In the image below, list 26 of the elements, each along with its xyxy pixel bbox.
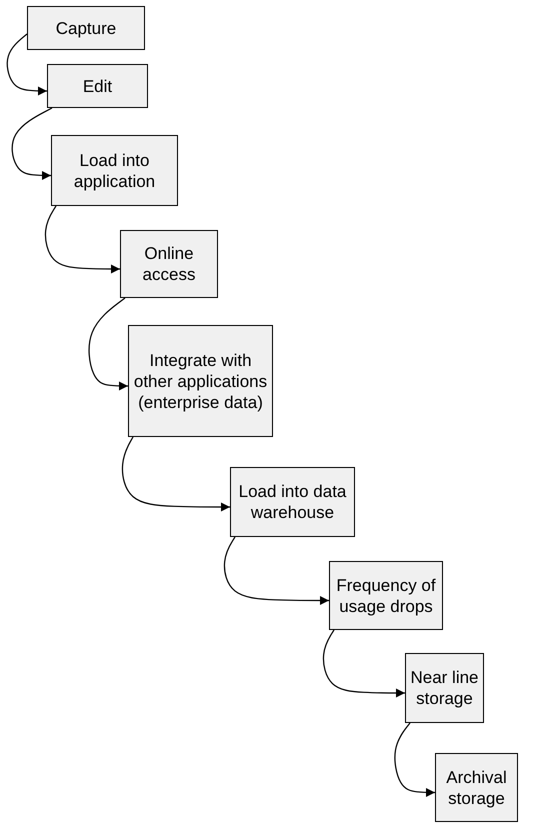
curved-arrow	[224, 536, 329, 605]
curved-arrow	[12, 107, 52, 180]
step-label: Integrate with other applications (enterprise data)	[132, 350, 268, 412]
process-box	[51, 135, 178, 206]
curved-arrow	[44, 206, 120, 274]
curved-arrow	[322, 630, 405, 698]
step-label: Online access	[142, 243, 196, 285]
process-box	[120, 230, 218, 298]
curved-arrow	[6, 34, 47, 96]
step-label: Archival storage	[445, 766, 508, 808]
step-label: Load into application	[72, 150, 156, 192]
process-box	[405, 653, 484, 723]
process-box	[27, 6, 145, 50]
step-label: Load into data warehouse	[238, 481, 348, 523]
curved-arrow	[122, 436, 230, 512]
process-box	[230, 467, 355, 537]
curved-arrow	[394, 722, 435, 797]
step-label: Capture	[56, 18, 116, 38]
process-box	[128, 325, 273, 437]
step-label: Edit	[82, 76, 112, 96]
curved-arrow	[88, 298, 128, 390]
step-label: Near line storage	[409, 667, 480, 709]
process-box	[329, 561, 443, 630]
process-box	[47, 64, 148, 108]
step-label: Frequency of usage drops	[335, 574, 437, 616]
process-box	[435, 753, 518, 822]
